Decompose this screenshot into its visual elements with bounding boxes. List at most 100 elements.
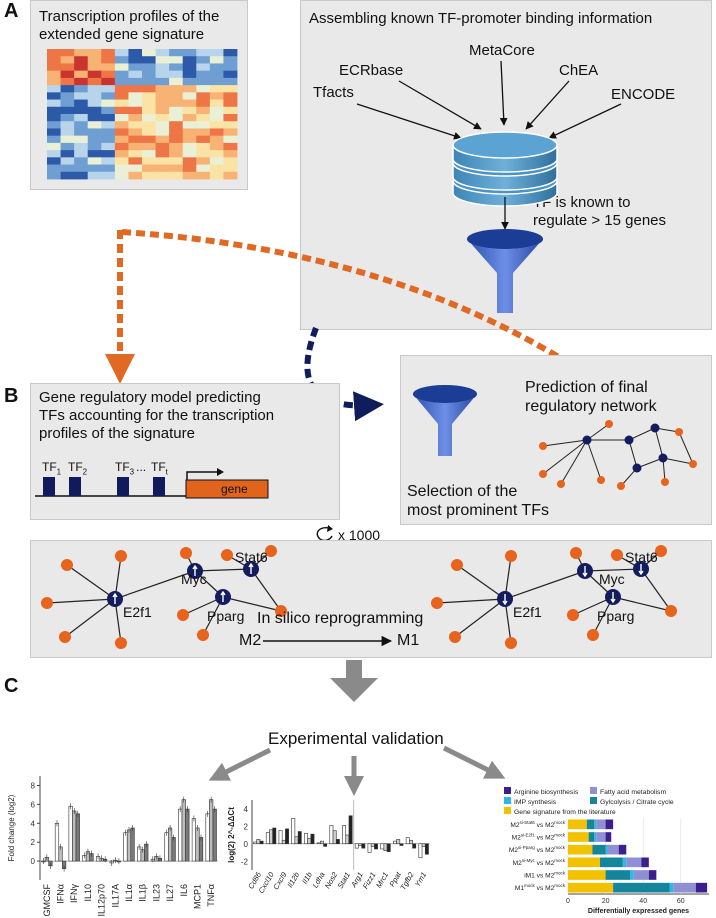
heatmap-cell xyxy=(182,63,197,72)
heatmap-cell xyxy=(74,121,89,129)
stacked-bar-segment xyxy=(618,844,627,855)
x-axis-label: Differentially expressed genes xyxy=(588,908,689,915)
db-encode: ENCODE xyxy=(611,86,676,103)
bar xyxy=(320,840,324,845)
heatmap-cell xyxy=(142,49,156,57)
stacked-bar-segment xyxy=(586,819,595,830)
row-label: M2si-Myc vs M2mock xyxy=(513,858,566,867)
x-tick-label: IFNγ xyxy=(69,884,79,903)
bar xyxy=(332,830,337,845)
filter-funnel-icon xyxy=(467,229,543,313)
stacked-bar-segment xyxy=(648,870,657,880)
heatmap-cell xyxy=(101,121,116,129)
tft-label: TFt xyxy=(151,460,168,477)
tf3-label: TF3... xyxy=(115,460,147,477)
bar xyxy=(294,836,299,845)
heatmap-cell xyxy=(142,99,156,108)
heatmap-cell xyxy=(87,114,102,122)
heatmap-cell xyxy=(155,106,170,115)
heatmap-cell xyxy=(182,135,197,144)
heatmap-cell xyxy=(196,128,211,137)
x-tick-label: Tgfb2 xyxy=(398,870,416,892)
heatmap-cell xyxy=(60,135,75,144)
x-tick-label: IL1β xyxy=(138,884,148,902)
heatmap-cell xyxy=(155,128,170,137)
bar xyxy=(209,799,214,862)
bar xyxy=(75,813,80,862)
heatmap-cell xyxy=(101,99,116,108)
heatmap-cell xyxy=(182,92,197,100)
node-myc-right: Myc xyxy=(599,571,625,587)
heatmap-cell xyxy=(101,92,116,100)
x-tick-label: 20 xyxy=(602,898,610,905)
heatmap-cell xyxy=(209,121,224,129)
heatmap-cell xyxy=(87,77,102,86)
bar xyxy=(171,837,176,862)
heatmap-cell xyxy=(101,56,116,64)
heatmap-cell xyxy=(169,121,184,129)
legend-swatch xyxy=(504,807,511,814)
heatmap-cell xyxy=(47,56,61,64)
heatmap-cell xyxy=(182,99,197,108)
heatmap-cell xyxy=(142,171,156,180)
heatmap-cell xyxy=(196,70,211,79)
assembling-panel: Assembling known TF-promoter binding inf… xyxy=(300,0,712,330)
heatmap-cell xyxy=(74,63,89,72)
heatmap-cell xyxy=(223,142,238,151)
heatmap-cell xyxy=(114,49,129,57)
x-tick-label: IL6 xyxy=(179,884,189,897)
heatmap-cell xyxy=(223,150,238,158)
heatmap-cell xyxy=(196,106,211,115)
validation-label: Experimental validation xyxy=(268,729,444,748)
assembling-title: Assembling known TF-promoter binding inf… xyxy=(309,10,653,27)
stacked-bar-segment xyxy=(568,832,589,842)
heatmap-cell xyxy=(223,85,238,93)
heatmap-cell xyxy=(196,56,211,64)
heatmap-cell xyxy=(223,49,238,57)
bar xyxy=(198,837,204,862)
bar xyxy=(185,808,190,862)
stacked-bar-segment xyxy=(594,819,597,830)
heatmap-cell xyxy=(169,63,184,72)
bar xyxy=(272,827,277,845)
y-axis-label: log(2) 2^-ΔΔCt xyxy=(227,807,236,863)
heatmap-cell xyxy=(128,150,143,158)
heatmap-cell xyxy=(74,150,89,158)
heatmap-cell xyxy=(182,70,197,79)
heatmap-cell xyxy=(155,150,170,158)
heatmap-cell xyxy=(128,121,143,129)
heatmap-cell xyxy=(114,164,129,173)
heatmap-cell xyxy=(209,49,224,57)
heatmap-cell xyxy=(60,142,75,151)
heatmap-cell xyxy=(74,157,89,165)
heatmap-cell xyxy=(155,142,170,151)
heatmap-cell xyxy=(142,56,156,64)
heatmap-cell xyxy=(114,92,129,100)
heatmap-cell xyxy=(101,128,116,137)
stacked-bar-segment xyxy=(630,870,634,880)
prediction-line2: regulatory network xyxy=(525,398,657,415)
heatmap-cell xyxy=(101,150,116,158)
heatmap-cell xyxy=(47,63,61,72)
bar xyxy=(310,833,315,845)
heatmap-cell xyxy=(47,150,61,158)
reprogramming-label: In silico reprogramming xyxy=(257,610,424,627)
heatmap-cell xyxy=(47,49,61,57)
network-before-nodes xyxy=(41,545,287,649)
heatmap-cell xyxy=(114,135,129,144)
heatmap-cell xyxy=(209,150,224,158)
heatmap-cell xyxy=(101,63,116,72)
heatmap-cell xyxy=(209,106,224,115)
heatmap-cell xyxy=(155,63,170,72)
heatmap-cell xyxy=(169,157,184,165)
heatmap-cell xyxy=(101,77,116,86)
repeat-label: x 1000 xyxy=(338,527,381,543)
heatmap-cell xyxy=(155,77,170,86)
stacked-bar-segment xyxy=(605,870,631,880)
bar xyxy=(367,843,372,853)
heatmap-cell xyxy=(47,85,61,93)
heatmap-cell xyxy=(101,164,116,173)
heatmap-cell xyxy=(74,142,89,151)
heatmap-cell xyxy=(60,114,75,122)
